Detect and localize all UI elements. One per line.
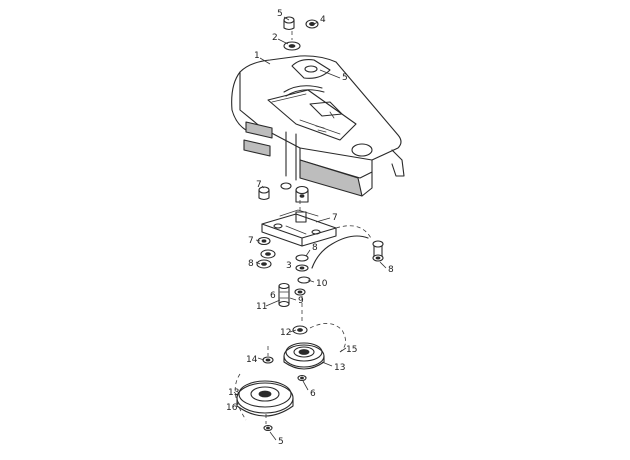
callout-7-a: 7 (256, 180, 262, 190)
pulley-right (283, 342, 325, 370)
callout-11: 11 (256, 302, 267, 312)
callout-5-bot: 5 (278, 437, 284, 447)
center-shaft-stack (294, 254, 311, 296)
callout-14: 14 (246, 355, 258, 365)
callout-6-b: 6 (270, 291, 276, 301)
callout-9: 9 (298, 296, 304, 306)
callout-13-a: 13 (334, 363, 345, 373)
wire-harness (311, 225, 384, 269)
callout-4-top: 4 (320, 15, 326, 25)
top-bolt (283, 16, 295, 31)
upper-bolts (258, 182, 309, 203)
callout-8-c: 8 (388, 265, 394, 275)
callout-5-top: 5 (277, 9, 283, 19)
callout-labels: 5 4 2 1 5 7 7 7 8 8 8 9 10 11 12 13 13 1… (226, 9, 394, 447)
callout-13-b: 13 (228, 388, 239, 398)
callout-8-b: 8 (312, 243, 318, 253)
pulley-left (234, 373, 294, 421)
callout-3: 3 (286, 261, 292, 271)
callout-8-a: 8 (248, 259, 254, 269)
callout-2-top: 2 (272, 33, 278, 43)
clamp-plate (261, 209, 337, 247)
callout-1: 1 (254, 51, 260, 61)
callout-6-a: 6 (310, 389, 316, 399)
pulley-right-nut (297, 374, 307, 382)
callout-15: 15 (346, 345, 357, 355)
left-nut-stack (256, 236, 276, 269)
callout-leaders (233, 16, 387, 441)
left-bolt-lower (262, 346, 274, 364)
callout-16: 16 (226, 403, 238, 413)
main-housing (231, 55, 405, 197)
callout-12: 12 (280, 328, 291, 338)
top-nut (305, 19, 319, 29)
bottom-nut (263, 414, 273, 432)
callout-7-b: 7 (332, 213, 338, 223)
callout-7-c: 7 (248, 236, 254, 246)
drive-gear-small (292, 323, 346, 353)
spacer-pins (278, 282, 290, 308)
callout-5-plate: 5 (342, 73, 348, 83)
callout-10: 10 (316, 279, 328, 289)
